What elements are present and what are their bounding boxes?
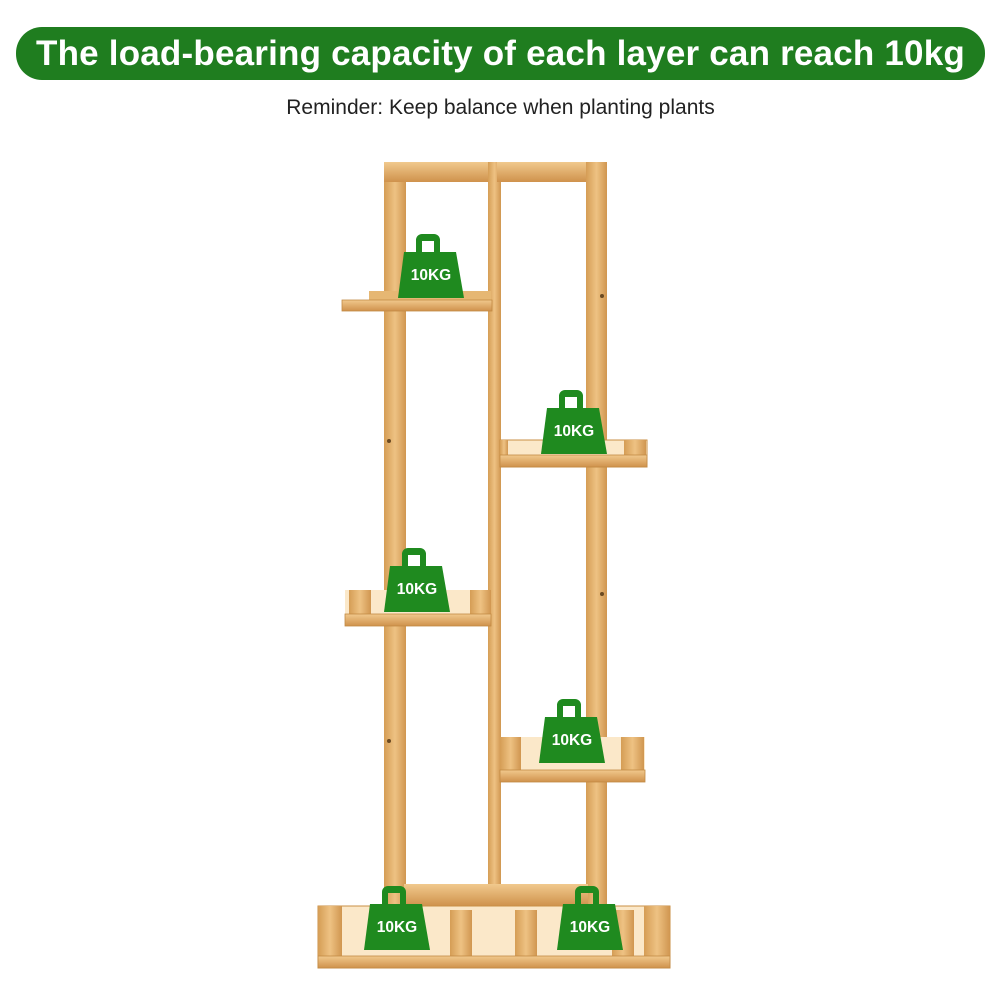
headline-text: The load-bearing capacity of each layer …: [36, 33, 965, 73]
weight-icon: 10KG: [384, 548, 450, 612]
weight-icon: 10KG: [539, 699, 605, 763]
shelf-right-upper: [499, 439, 648, 468]
weight-icon: 10KG: [364, 886, 430, 950]
weight-label: 10KG: [552, 732, 593, 749]
left-frame: [384, 162, 501, 962]
headline-banner: The load-bearing capacity of each layer …: [16, 27, 985, 80]
weight-icon: 10KG: [557, 886, 623, 950]
right-frame: [497, 162, 607, 914]
weight-label: 10KG: [397, 581, 438, 598]
weight-icon: 10KG: [398, 234, 464, 298]
weight-label: 10KG: [411, 267, 452, 284]
reminder-text: Reminder: Keep balance when planting pla…: [286, 96, 715, 119]
weight-label: 10KG: [554, 423, 595, 440]
weight-label: 10KG: [377, 919, 418, 936]
weight-icon: 10KG: [541, 390, 607, 454]
screw-holes: [387, 294, 604, 743]
weight-label: 10KG: [570, 919, 611, 936]
